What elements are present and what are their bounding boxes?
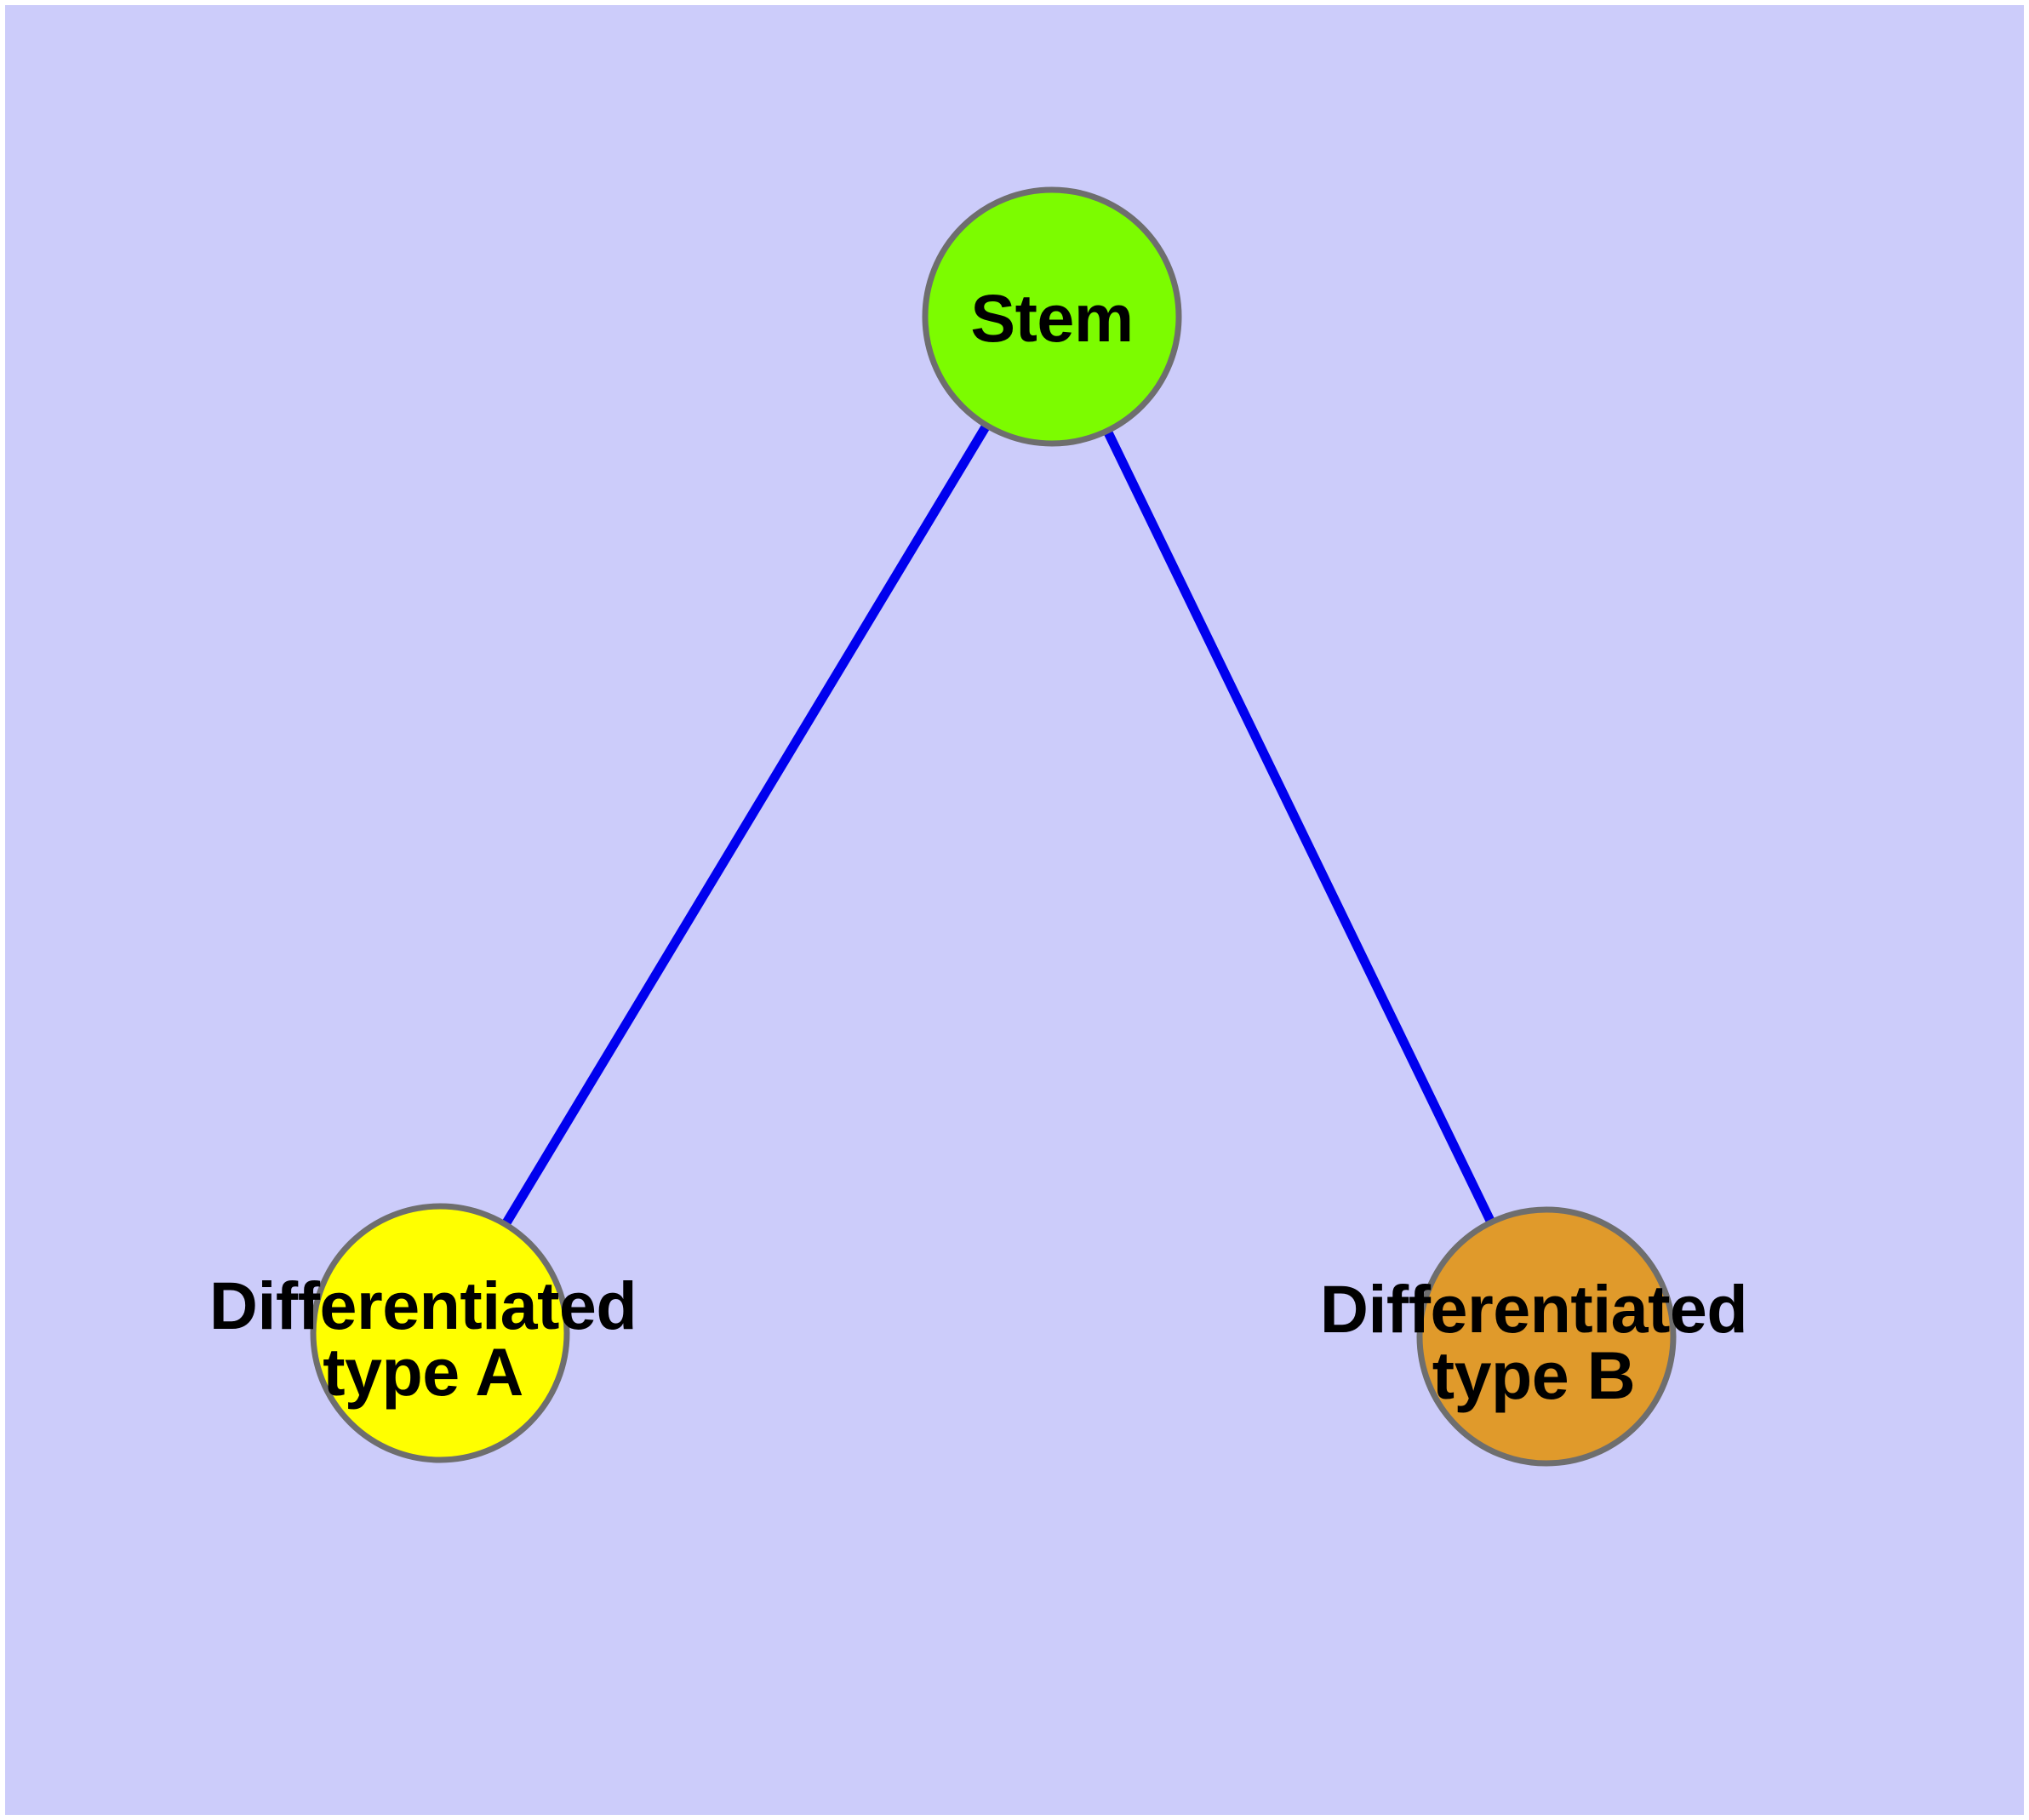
- node-layer: [310, 186, 1677, 1467]
- node-stem[interactable]: [922, 186, 1182, 447]
- edge-stem-to-differentiated-type-a: [436, 314, 1056, 1336]
- node-differentiated-type-a[interactable]: [310, 1203, 570, 1463]
- edge-layer: [436, 314, 1551, 1339]
- edge-stem-to-differentiated-type-b: [1048, 314, 1551, 1339]
- node-differentiated-type-b[interactable]: [1416, 1206, 1677, 1467]
